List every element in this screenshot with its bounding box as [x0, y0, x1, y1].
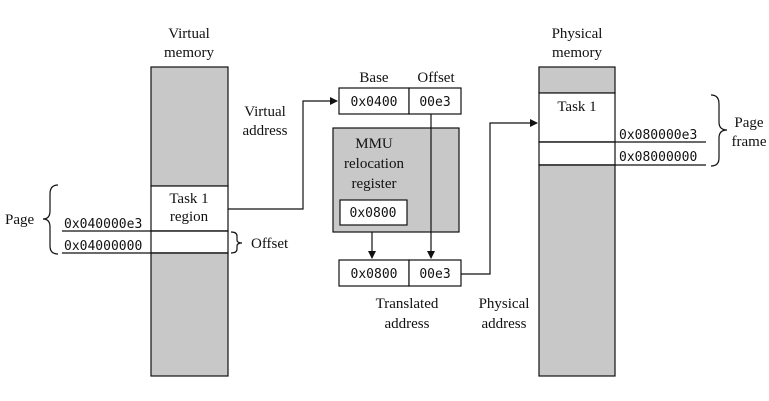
virtual-memory: Virtual memory Task 1 region 0x040000e3 …	[5, 26, 289, 377]
page-frame-label-line2: frame	[732, 134, 767, 150]
virtual-memory-upper-block	[150, 66, 229, 187]
page-frame-label-line1: Page	[734, 115, 764, 131]
virtual-offset-page	[150, 230, 229, 254]
page-brace	[42, 184, 59, 255]
virtual-region-label-line1: Task 1	[169, 191, 208, 207]
physical-page-frame	[538, 141, 616, 166]
physical-task-label: Task 1	[557, 99, 596, 115]
virtual-addr-top: 0x040000e3	[64, 217, 142, 232]
page-label: Page	[5, 212, 35, 228]
virtual-addr-bottom: 0x04000000	[64, 239, 142, 254]
mmu-value-cell	[339, 199, 408, 226]
physical-address-label-line1: Physical	[479, 296, 530, 312]
base-value: 0x0400	[351, 95, 398, 110]
physical-memory-upper-block	[538, 66, 616, 94]
physical-addr-top: 0x080000e3	[619, 128, 697, 143]
virtual-address-label-line1: Virtual	[244, 104, 286, 120]
mmu-register: MMU relocation register 0x0800	[332, 127, 460, 233]
physical-memory-lower-block	[538, 164, 616, 377]
offset-value: 00e3	[419, 95, 450, 110]
virtual-memory-title-line1: Virtual	[168, 26, 210, 42]
translated-label-line2: address	[385, 316, 430, 332]
offset-brace	[230, 231, 243, 254]
region-to-address-arrow	[228, 97, 338, 210]
base-cell	[338, 87, 410, 115]
physical-task1-block	[538, 92, 616, 143]
offset-header: Offset	[417, 70, 455, 86]
physical-memory-title-line2: memory	[552, 45, 602, 61]
page-frame-brace	[710, 94, 728, 167]
translated-to-physical-arrow	[461, 119, 538, 275]
physical-memory-title-line1: Physical	[552, 26, 603, 42]
translated-offset-value: 00e3	[419, 267, 450, 282]
virtual-memory-lower-block	[150, 252, 229, 377]
virtual-address-box: Base Offset 0x0400 00e3	[338, 70, 462, 115]
translated-offset-cell	[408, 259, 462, 287]
translated-base-value: 0x0800	[351, 267, 398, 282]
virtual-address-label-line2: address	[243, 123, 288, 139]
mmu-label-line3: register	[352, 176, 397, 192]
physical-memory: Physical memory Task 1 0x080000e3 0x0800…	[538, 26, 767, 377]
physical-address-label-line2: address	[482, 316, 527, 332]
mmu-label-line1: MMU	[355, 136, 393, 152]
translated-label-line1: Translated	[376, 296, 439, 312]
mmu-value: 0x0800	[350, 206, 397, 221]
virtual-region-label-line2: region	[170, 209, 209, 225]
mmu-label-line2: relocation	[344, 156, 404, 172]
base-header: Base	[359, 70, 389, 86]
virtual-memory-title-line2: memory	[164, 45, 214, 61]
translated-address-box: 0x0800 00e3 Translated address	[338, 259, 462, 332]
offset-cell	[408, 87, 462, 115]
virtual-task1-region	[150, 185, 229, 232]
physical-addr-bottom: 0x08000000	[619, 150, 697, 165]
offset-label: Offset	[251, 236, 289, 252]
